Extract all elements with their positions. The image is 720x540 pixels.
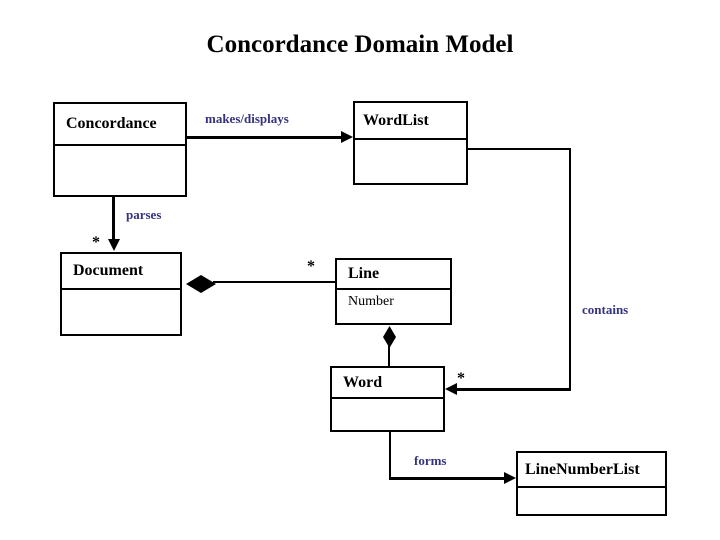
composition-diamond-icon xyxy=(383,326,396,348)
class-name-line: Line xyxy=(337,260,450,290)
edge-contains-segment-bottom xyxy=(456,388,571,391)
slide-title: Concordance Domain Model xyxy=(206,31,514,58)
edge-line-word xyxy=(388,346,390,366)
edge-makes-displays-line xyxy=(187,136,342,139)
class-box-linenumberlist: LineNumberList xyxy=(516,451,667,516)
arrowhead-left-icon xyxy=(445,383,457,395)
edge-label-parses: parses xyxy=(126,207,162,222)
class-box-line: Line Number xyxy=(335,258,452,325)
class-body-document xyxy=(62,290,180,334)
class-box-word: Word xyxy=(330,366,445,432)
class-body-wordlist xyxy=(355,140,466,183)
edge-document-line xyxy=(213,281,335,283)
edge-parses-line xyxy=(112,197,115,239)
class-name-wordlist: WordList xyxy=(355,103,466,140)
edge-label-makes-displays: makes/displays xyxy=(205,111,289,126)
class-box-concordance: Concordance xyxy=(53,102,187,197)
edge-forms-segment-vertical xyxy=(389,432,391,479)
class-body-word xyxy=(332,399,443,430)
class-name-document: Document xyxy=(62,254,180,290)
multiplicity-contains-word: * xyxy=(457,370,465,387)
class-body-linenumberlist xyxy=(518,488,665,514)
class-box-document: Document xyxy=(60,252,182,336)
multiplicity-parses-document: * xyxy=(92,234,100,251)
class-body-concordance xyxy=(55,146,185,195)
multiplicity-document-line: * xyxy=(307,258,315,275)
arrowhead-down-icon xyxy=(108,239,120,251)
arrowhead-right-icon xyxy=(341,131,353,143)
class-attribute-line-number: Number xyxy=(348,294,394,309)
class-box-wordlist: WordList xyxy=(353,101,468,185)
composition-diamond-icon xyxy=(186,275,216,293)
arrowhead-right-icon xyxy=(504,472,516,484)
class-name-concordance: Concordance xyxy=(55,104,185,146)
edge-label-contains: contains xyxy=(582,302,629,317)
edge-contains-segment-top xyxy=(468,148,571,150)
class-name-word: Word xyxy=(332,368,443,399)
edge-forms-segment-horizontal xyxy=(389,477,504,480)
edge-contains-segment-vertical xyxy=(569,148,571,390)
edge-label-forms: forms xyxy=(414,453,447,468)
class-name-linenumberlist: LineNumberList xyxy=(518,453,665,488)
